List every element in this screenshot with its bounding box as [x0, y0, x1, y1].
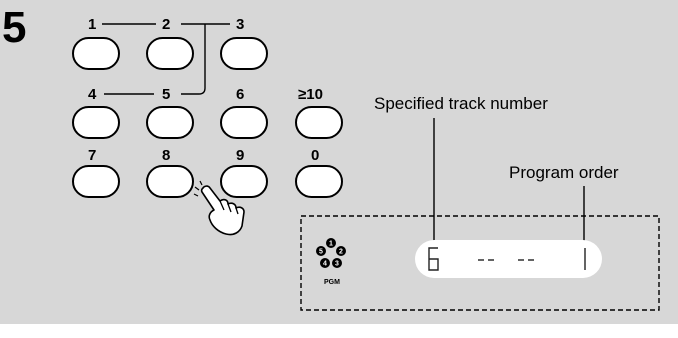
- key-label-4: 4: [88, 86, 97, 103]
- disc-number-3: 3: [335, 261, 339, 268]
- program-disc-icon: 1 2 3 4 5: [316, 238, 346, 268]
- key-button-6[interactable]: [220, 106, 268, 139]
- disc-number-1: 1: [329, 241, 333, 248]
- key-label-2: 2: [162, 16, 170, 33]
- key-button-3[interactable]: [220, 37, 268, 70]
- key-labels: 1 2 3 4 5 6 ≥10 7 8 9 0: [88, 16, 323, 164]
- disc-number-5: 5: [319, 249, 323, 256]
- pointing-hand-icon: [193, 180, 245, 236]
- key-label-0: 0: [311, 147, 319, 164]
- key-label-7: 7: [88, 147, 96, 164]
- key-label-6: 6: [236, 86, 244, 103]
- track-number-readout: 6: [428, 247, 439, 271]
- key-label-1: 1: [88, 16, 96, 33]
- step-number: 5: [2, 3, 26, 52]
- key-button-2[interactable]: [146, 37, 194, 70]
- key-label-3: 3: [236, 16, 244, 33]
- disc-number-2: 2: [339, 249, 343, 256]
- key-button-4[interactable]: [72, 106, 120, 139]
- display-window: [415, 240, 602, 278]
- key-button-1[interactable]: [72, 37, 120, 70]
- key-button-10plus[interactable]: [295, 106, 343, 139]
- display-panel-frame: [300, 215, 660, 311]
- key-button-7[interactable]: [72, 165, 120, 198]
- key-button-5[interactable]: [146, 106, 194, 139]
- key-button-0[interactable]: [295, 165, 343, 198]
- disc-number-4: 4: [323, 261, 327, 268]
- key-label-9: 9: [236, 147, 244, 164]
- key-label-8: 8: [162, 147, 170, 164]
- sequence-connector: [102, 23, 230, 95]
- callout-program-order: Program order: [509, 163, 619, 182]
- callout-specified-track: Specified track number: [374, 94, 548, 113]
- key-button-9[interactable]: [220, 165, 268, 198]
- program-order-readout: 1: [584, 248, 586, 270]
- key-label-10plus: ≥10: [298, 86, 323, 103]
- pgm-indicator: PGM: [324, 279, 340, 286]
- keypad-buttons: [72, 37, 343, 198]
- key-label-5: 5: [162, 86, 170, 103]
- separator-readout: -- --: [478, 259, 534, 261]
- key-button-8[interactable]: [146, 165, 194, 198]
